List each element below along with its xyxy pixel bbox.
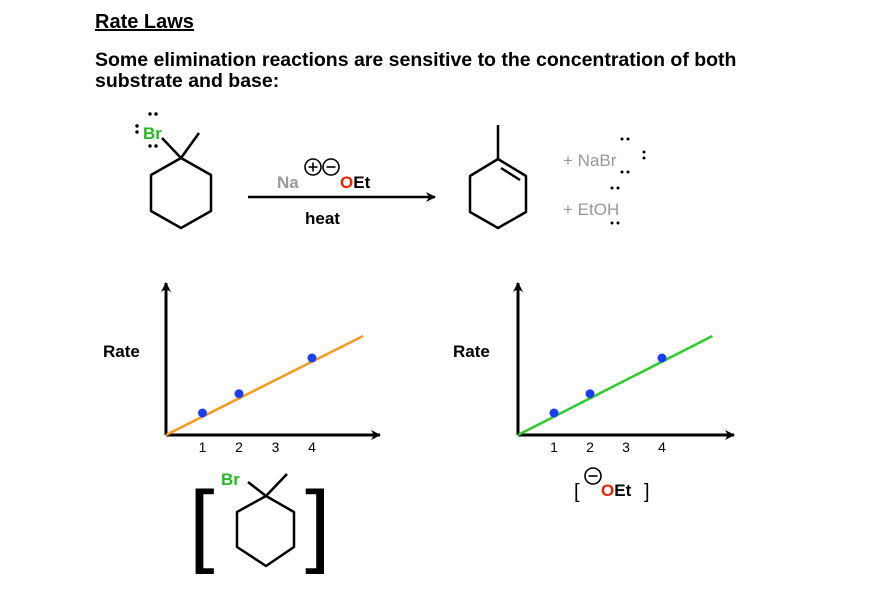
substrate-molecule xyxy=(149,132,213,230)
substrate-methyl-bond xyxy=(179,132,201,159)
reagent-oxygen: O xyxy=(340,173,353,192)
byproduct-nabr: + NaBr xyxy=(563,151,617,170)
left-bracket-open: [ xyxy=(189,473,215,575)
substrate-br-bond xyxy=(161,137,182,159)
right-x-tick-label: 1 xyxy=(550,439,558,455)
substrate-lone-pairs xyxy=(135,112,158,148)
byproduct-etoh: + EtOH xyxy=(563,200,619,219)
left-x-tick-label: 3 xyxy=(272,439,280,455)
right-base-label: OEt xyxy=(601,481,632,500)
substrate-ring xyxy=(149,156,213,230)
nabr-lone-pairs xyxy=(620,137,646,174)
bracket-substrate-ring xyxy=(235,494,296,568)
product-double-bond xyxy=(500,166,521,182)
base-ethyl: Et xyxy=(614,481,631,500)
left-x-tick-label: 1 xyxy=(199,439,207,455)
etoh-lone-pairs xyxy=(610,186,620,225)
bracket-substrate-molecule xyxy=(235,473,296,568)
bracket-methyl-bond xyxy=(265,473,288,497)
base-minus-charge xyxy=(584,467,602,485)
right-data-point-3 xyxy=(657,353,667,363)
product-molecule xyxy=(468,125,528,230)
substrate-br-label: Br xyxy=(143,124,162,143)
right-x-tick-label: 3 xyxy=(622,439,630,455)
right-x-tick-label: 2 xyxy=(586,439,594,455)
plus-charge xyxy=(304,158,322,176)
product-ring xyxy=(468,157,528,230)
left-bracket-close: ] xyxy=(305,473,331,575)
left-x-tick-label: 2 xyxy=(235,439,243,455)
base-oxygen: O xyxy=(601,481,614,500)
right-data-point-1 xyxy=(549,408,559,418)
rate-vs-base-graph: Rate 1 2 3 4 xyxy=(453,282,735,455)
page-title: Rate Laws xyxy=(95,11,194,33)
left-trend-line xyxy=(165,334,364,437)
right-x-label: [ OEt ] xyxy=(574,467,650,503)
minus-charge xyxy=(322,158,340,176)
right-x-tick-label: 4 xyxy=(658,439,666,455)
bracket-br-bond xyxy=(247,481,267,497)
left-data-point-3 xyxy=(307,353,317,363)
left-y-label: Rate xyxy=(103,342,140,361)
right-trend-line xyxy=(517,334,713,437)
left-data-point-2 xyxy=(234,389,244,399)
reaction-condition: heat xyxy=(305,209,340,228)
rate-vs-substrate-graph: Rate 1 2 3 4 xyxy=(103,282,381,455)
reagent-ethyl: Et xyxy=(353,173,370,192)
reagent-anion: OEt xyxy=(340,173,371,192)
right-data-point-2 xyxy=(585,389,595,399)
left-x-tick-label: 4 xyxy=(308,439,316,455)
right-bracket-close: ] xyxy=(644,481,650,503)
left-x-label: [ ] Br xyxy=(189,470,331,575)
bracket-br-label: Br xyxy=(221,470,240,489)
subtitle: Some elimination reactions are sensitive… xyxy=(95,49,737,92)
left-data-point-1 xyxy=(198,408,207,418)
right-y-label: Rate xyxy=(453,342,490,361)
reagent-cation: Na xyxy=(277,173,299,192)
right-bracket-open: [ xyxy=(574,481,580,503)
